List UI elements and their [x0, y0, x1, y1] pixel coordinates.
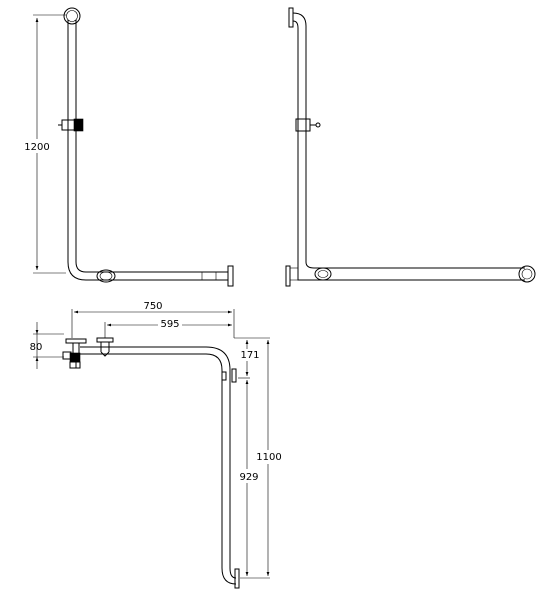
middle-bracket-side [314, 267, 332, 281]
front-view: 1200 [24, 7, 234, 287]
dimension-1200: 1200 [24, 14, 66, 274]
dimension-80: 80 [30, 322, 43, 369]
side-view [285, 7, 536, 287]
dimension-label-171: 171 [240, 350, 259, 361]
end-flange-side [518, 265, 536, 283]
tube-side-bracket [222, 368, 237, 383]
top-flange-side [288, 7, 294, 28]
plan-view: 750 595 80 171 929 [30, 301, 283, 589]
plan-tube [80, 346, 237, 579]
dimension-label-595: 595 [160, 319, 179, 330]
bottom-flange-side [285, 265, 291, 287]
side-tube-inner [292, 20, 525, 281]
dimension-label-1200: 1200 [24, 142, 49, 153]
side-tube-outer [292, 12, 525, 269]
top-flange [63, 7, 81, 25]
plan-end-flange [234, 568, 240, 589]
dimension-1100: 1100 [255, 340, 283, 576]
dimension-label-1100: 1100 [256, 452, 281, 463]
dimension-label-750: 750 [143, 301, 162, 312]
grab-bar-tube-inner [75, 20, 228, 273]
plan-tube-inner [80, 353, 237, 585]
slider-bracket [58, 118, 84, 132]
dimension-750: 750 [74, 301, 232, 314]
end-flange [227, 265, 234, 287]
left-bracket-assembly [62, 338, 87, 369]
dimension-171: 171 [240, 340, 262, 376]
bottom-bracket [96, 269, 116, 283]
dimension-label-929: 929 [239, 472, 258, 483]
dimension-595: 595 [107, 317, 232, 330]
dimension-929: 929 [236, 380, 260, 576]
dimension-label-80: 80 [30, 342, 43, 353]
grab-bar-tube [67, 20, 228, 281]
slider-bracket-side [295, 118, 321, 132]
